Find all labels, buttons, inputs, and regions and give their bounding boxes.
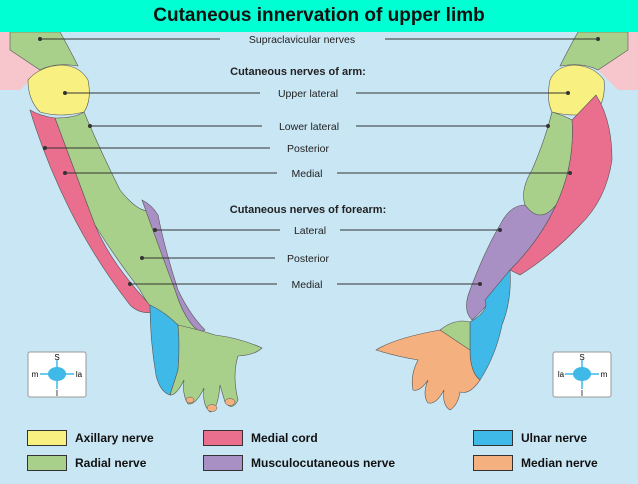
legend-label-ulnar: Ulnar nerve <box>521 431 588 445</box>
orientation-icon-right: S I la m <box>552 351 612 398</box>
legend-swatch-medial-cord <box>203 430 243 446</box>
left-musculocutaneous-region <box>141 199 206 333</box>
legend-swatch-ulnar <box>473 430 513 446</box>
right-supraclavicular-region <box>559 31 629 71</box>
legend-swatch-radial <box>27 455 67 471</box>
legend-item-medial-cord: Medial cord <box>203 430 318 446</box>
orient-left-top: S <box>54 353 59 362</box>
left-fingernail-3 <box>185 396 195 404</box>
left-axillary-region <box>27 64 90 116</box>
label-supraclavicular: Supraclavicular nerves <box>249 34 355 46</box>
legend-swatch-median <box>473 455 513 471</box>
orient-left-right: la <box>76 370 83 379</box>
legend-label-axillary: Axillary nerve <box>75 431 154 445</box>
legend-item-ulnar: Ulnar nerve <box>473 430 587 446</box>
legend-swatch-musculocutaneous <box>203 455 243 471</box>
leader-lines <box>40 38 598 285</box>
legend-item-musculocutaneous: Musculocutaneous nerve <box>203 455 395 471</box>
orientation-icon-left: S I m la <box>27 351 87 398</box>
orient-right-left: la <box>558 370 565 379</box>
orient-left-bottom: I <box>56 389 58 398</box>
right-median-hand <box>375 329 481 411</box>
orient-left-left: m <box>32 370 39 379</box>
label-forearm-lateral: Lateral <box>294 225 326 237</box>
left-fingernail-2 <box>224 398 236 406</box>
legend-item-radial: Radial nerve <box>27 455 146 471</box>
label-forearm-posterior: Posterior <box>287 253 330 265</box>
left-hand <box>169 324 263 413</box>
orient-right-top: S <box>579 353 584 362</box>
legend-label-radial: Radial nerve <box>75 456 147 470</box>
title-text: Cutaneous innervation of upper limb <box>153 5 485 26</box>
legend: Axillary nerve Medial cord Ulnar nerve R… <box>0 420 638 479</box>
right-arm <box>375 31 629 411</box>
label-arm-upper-lateral: Upper lateral <box>278 88 338 100</box>
legend-item-axillary: Axillary nerve <box>27 430 154 446</box>
label-arm-medial: Medial <box>292 168 323 180</box>
left-fingernail-1 <box>206 404 218 412</box>
diagram: Supraclavicular nerves Cutaneous nerves … <box>0 31 638 479</box>
leader-dots <box>38 37 600 286</box>
legend-swatch-axillary <box>27 430 67 446</box>
label-arm-lower-lateral: Lower lateral <box>279 121 339 133</box>
left-supraclavicular-region <box>9 31 79 71</box>
right-musculocutaneous-region <box>466 204 557 321</box>
page-title: Cutaneous innervation of upper limb <box>0 0 638 32</box>
legend-item-median: Median nerve <box>473 455 598 471</box>
left-arm <box>9 31 263 413</box>
label-forearm-heading: Cutaneous nerves of forearm: <box>230 204 386 216</box>
label-arm-posterior: Posterior <box>287 143 330 155</box>
legend-label-median: Median nerve <box>521 456 598 470</box>
orient-right-bottom: I <box>581 389 583 398</box>
orient-right-right: m <box>601 370 608 379</box>
label-forearm-medial: Medial <box>292 279 323 291</box>
diagram-svg: Supraclavicular nerves Cutaneous nerves … <box>0 31 638 413</box>
legend-label-musculocutaneous: Musculocutaneous nerve <box>251 456 396 470</box>
legend-label-medial-cord: Medial cord <box>251 431 318 445</box>
label-arm-heading: Cutaneous nerves of arm: <box>230 66 366 78</box>
